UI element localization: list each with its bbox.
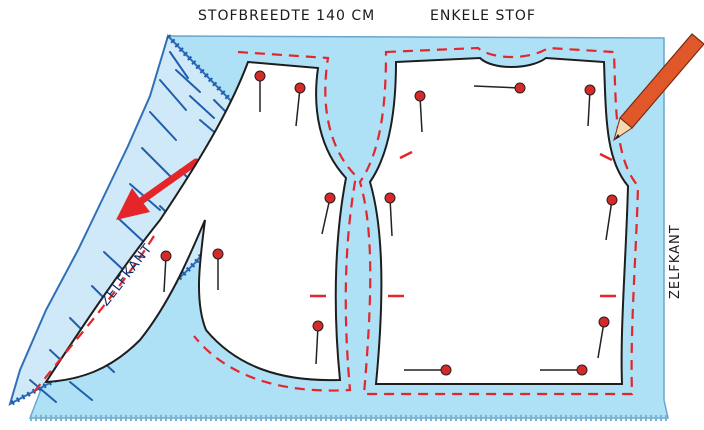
fabric-width-label: STOFBREEDTE 140 CM — [198, 8, 375, 24]
single-fabric-label: ENKELE STOF — [430, 8, 536, 24]
selvage-label-right: ZELFKANT — [668, 224, 683, 299]
